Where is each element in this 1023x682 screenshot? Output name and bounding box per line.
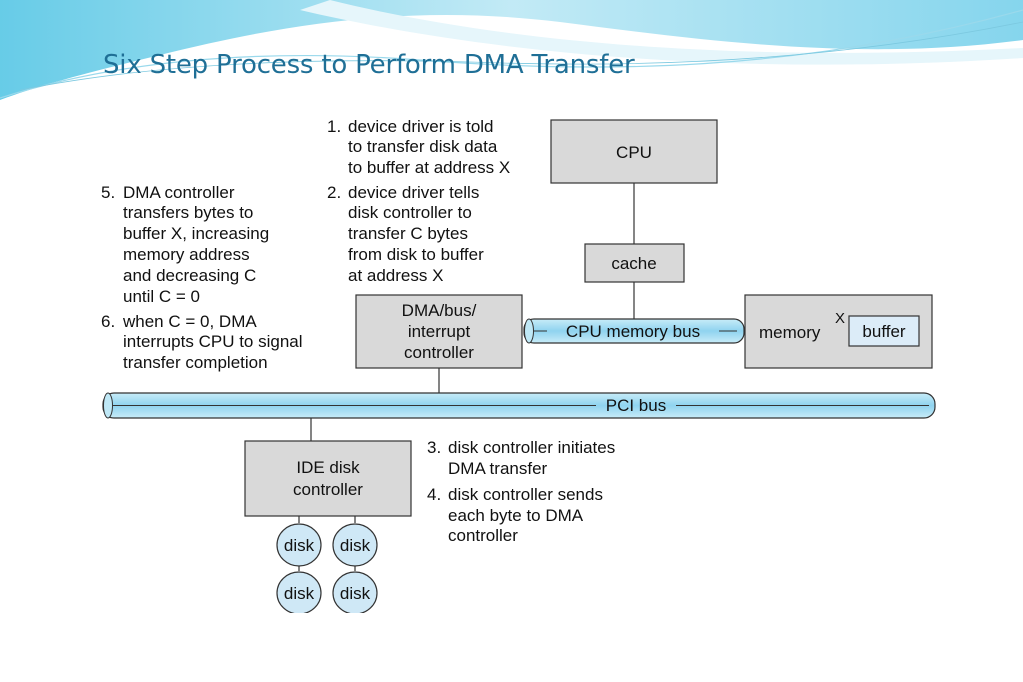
step-text-line: and decreasing C: [123, 266, 256, 285]
ide-label-line-2: controller: [293, 480, 363, 499]
step-6-number: 6.: [101, 312, 115, 331]
step-text-line: controller: [448, 526, 518, 545]
memory-box: memory X buffer: [744, 294, 933, 369]
step-2-number: 2.: [327, 183, 341, 202]
step-text-line: buffer X, increasing: [123, 224, 269, 243]
disk-1: disk: [276, 523, 322, 567]
pci-bus: PCI bus: [102, 392, 936, 419]
disk-3: disk: [276, 571, 322, 613]
cache-box: cache: [584, 243, 685, 283]
dma-label-line-1: DMA/bus/: [402, 301, 477, 320]
step-2: 2. device driver tells disk controller t…: [327, 183, 484, 285]
buffer-box: [848, 315, 920, 347]
header-swoosh-light: [300, 0, 1023, 65]
step-text-line: disk controller sends: [448, 485, 603, 504]
dma-label-line-2: interrupt: [408, 322, 471, 341]
step-text-line: each byte to DMA: [448, 506, 584, 525]
pci-bus-label: PCI bus: [606, 396, 666, 415]
step-6: 6. when C = 0, DMA interrupts CPU to sig…: [101, 312, 303, 372]
step-text-line: device driver is told: [348, 117, 494, 136]
ide-label-line-1: IDE disk: [296, 458, 360, 477]
step-1: 1. device driver is told to transfer dis…: [327, 117, 510, 177]
memory-address-marker: X: [835, 310, 845, 327]
slide-title: Six Step Process to Perform DMA Transfer: [103, 50, 635, 80]
step-text-line: when C = 0, DMA: [122, 312, 257, 331]
step-text-line: interrupts CPU to signal: [123, 332, 303, 351]
step-text-line: memory address: [123, 245, 250, 264]
memory-label: memory: [759, 323, 821, 342]
step-text-line: until C = 0: [123, 287, 200, 306]
step-text-line: transfers bytes to: [123, 203, 253, 222]
disk-4: disk: [332, 571, 378, 613]
step-text-line: device driver tells: [348, 183, 479, 202]
step-text-line: at address X: [348, 266, 443, 285]
disk-2-label: disk: [340, 536, 371, 555]
step-text-line: transfer C bytes: [348, 224, 468, 243]
step-text-line: disk controller to: [348, 203, 472, 222]
step-text-line: to transfer disk data: [348, 137, 498, 156]
step-text-line: to buffer at address X: [348, 158, 510, 177]
cpu-memory-bus-label: CPU memory bus: [566, 322, 700, 341]
step-text-line: from disk to buffer: [348, 245, 484, 264]
dma-label-line-3: controller: [404, 343, 474, 362]
step-3: 3. disk controller initiates DMA transfe…: [427, 438, 615, 478]
step-5: 5. DMA controller transfers bytes to buf…: [101, 183, 269, 306]
step-text-line: transfer completion: [123, 353, 268, 372]
step-1-number: 1.: [327, 117, 341, 136]
dma-diagram: CPU memory bus PCI bus CPU cache DMA/bus…: [101, 113, 937, 613]
cpu-memory-bus: CPU memory bus: [523, 318, 745, 344]
cpu-label: CPU: [616, 143, 652, 162]
step-4-number: 4.: [427, 485, 441, 504]
disk-1-label: disk: [284, 536, 315, 555]
step-4: 4. disk controller sends each byte to DM…: [427, 485, 603, 545]
cpu-box: CPU: [550, 119, 718, 184]
disk-3-label: disk: [284, 584, 315, 603]
cache-label: cache: [611, 254, 656, 273]
step-5-number: 5.: [101, 183, 115, 202]
buffer-label: buffer: [862, 322, 906, 341]
header-swoosh: [0, 0, 1023, 100]
disk-4-label: disk: [340, 584, 371, 603]
step-text-line: DMA controller: [123, 183, 235, 202]
ide-controller-box: IDE disk controller: [244, 440, 412, 517]
disk-2: disk: [332, 523, 378, 567]
dma-controller-box: DMA/bus/ interrupt controller: [355, 294, 523, 369]
step-3-number: 3.: [427, 438, 441, 457]
step-text-line: disk controller initiates: [448, 438, 615, 457]
step-text-line: DMA transfer: [448, 459, 548, 478]
